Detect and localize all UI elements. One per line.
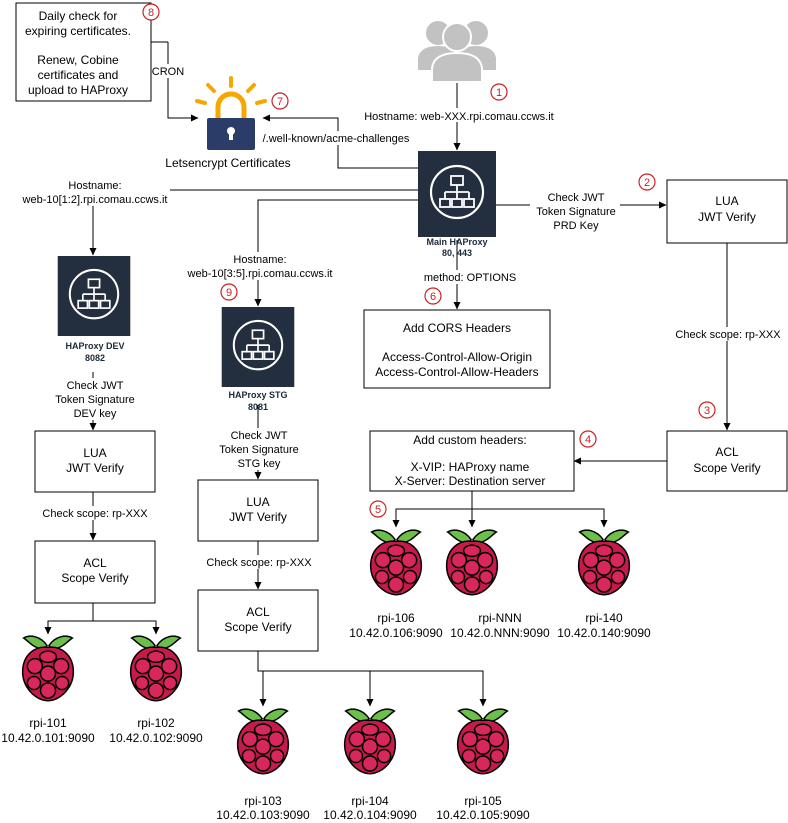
- server-address: 10.42.0.105:9090: [436, 808, 530, 822]
- letsencrypt-label: Letsencrypt Certificates: [165, 156, 290, 170]
- main-haproxy-icon: [418, 151, 496, 237]
- server-address: 10.42.0.140:9090: [557, 626, 651, 640]
- main-haproxy-name: Main HAProxy: [426, 237, 487, 247]
- stg-haproxy-name: HAProxy STG: [228, 390, 287, 400]
- acl-prd-subtitle: Scope Verify: [693, 461, 760, 475]
- server-name: rpi-101: [29, 716, 67, 730]
- cors-headers-box: Add CORS Headers Access-Control-Allow-Or…: [363, 309, 551, 389]
- acl-dev-title: ACL: [83, 556, 107, 570]
- lua-stg-title: LUA: [246, 495, 269, 509]
- lua-stg-subtitle: JWT Verify: [229, 510, 287, 524]
- users-icon: [418, 21, 496, 83]
- dev-hostname-label-1: Hostname:: [68, 180, 121, 192]
- cors-allow-origin: Access-Control-Allow-Origin: [382, 350, 532, 364]
- server-address: 10.42.0.102:9090: [109, 731, 203, 745]
- dev-check-label-1: Check JWT: [67, 380, 124, 392]
- custom-headers-title: Add custom headers:: [413, 433, 526, 447]
- dev-haproxy-name: HAProxy DEV: [65, 341, 124, 351]
- server-address: 10.42.0.103:9090: [216, 808, 310, 822]
- step-number: 9: [226, 287, 232, 299]
- prd-check-label-2: Token Signature: [536, 206, 616, 218]
- step-badges: 8 7 1 2 3 4 5 6 9: [142, 3, 716, 518]
- lua-dev-subtitle: JWT Verify: [66, 461, 124, 475]
- stg-haproxy-port: 8081: [248, 402, 268, 412]
- step-number: 3: [704, 405, 710, 417]
- dev-check-label-3: DEV key: [74, 408, 117, 420]
- raspberry-pi-icon: [577, 529, 631, 596]
- server-name: rpi-106: [377, 611, 415, 625]
- raspberry-pi-icon: [129, 635, 183, 702]
- server-name: rpi-104: [351, 794, 389, 808]
- step-number: 1: [496, 87, 502, 99]
- raspberry-pi-icon: [21, 635, 75, 702]
- prd-check-label-3: PRD Key: [553, 220, 599, 232]
- note-line-4: Renew, Cobine: [37, 53, 119, 67]
- stg-check-label-1: Check JWT: [231, 430, 288, 442]
- acl-scope-verify-prd: ACL Scope Verify: [666, 430, 788, 492]
- letsencrypt-lock-icon: [195, 76, 267, 150]
- server-address: 10.42.0.NNN:9090: [450, 626, 550, 640]
- step-number: 5: [375, 504, 381, 516]
- stg-check-label-2: Token Signature: [219, 444, 299, 456]
- prd-check-label-1: Check JWT: [548, 192, 605, 204]
- dev-haproxy-port: 8082: [85, 353, 105, 363]
- lua-jwt-verify-stg: LUA JWT Verify: [197, 479, 319, 542]
- acme-challenge-label: /.well-known/acme-challenges: [263, 133, 410, 145]
- acl-dev-subtitle: Scope Verify: [61, 571, 128, 585]
- acl-scope-verify-dev: ACL Scope Verify: [34, 540, 156, 604]
- stg-check-label-3: STG key: [238, 458, 281, 470]
- dev-haproxy-icon: [56, 256, 132, 336]
- server-address: 10.42.0.101:9090: [1, 731, 95, 745]
- note-line-5: certificates and: [38, 68, 119, 82]
- server-address: 10.42.0.106:9090: [349, 626, 443, 640]
- step-number: 8: [148, 7, 154, 19]
- step-number: 2: [644, 177, 650, 189]
- main-hostname-label: Hostname: web-XXX.rpi.comau.ccws.it: [364, 111, 554, 123]
- step-number: 4: [585, 434, 591, 446]
- note-line-2: expiring certificates.: [25, 24, 131, 38]
- custom-headers-xserver: X-Server: Destination server: [395, 474, 546, 488]
- server-name: rpi-140: [585, 611, 623, 625]
- raspberry-pi-icon: [369, 529, 423, 596]
- raspberry-pi-icon: [343, 708, 397, 775]
- server-name: rpi-103: [244, 794, 282, 808]
- stg-hostname-label-2: web-10[3:5].rpi.comau.ccws.it: [187, 268, 333, 280]
- note-line-6: upload to HAProxy: [28, 83, 128, 97]
- raspberry-pi-icon: [236, 708, 290, 775]
- note-line-1: Daily check for: [39, 9, 118, 23]
- cron-note-box: Daily check for expiring certificates. R…: [15, 2, 152, 102]
- raspberry-pi-icon: [445, 529, 499, 596]
- lua-dev-title: LUA: [83, 446, 106, 460]
- cron-label: CRON: [152, 66, 184, 78]
- server-name: rpi-105: [464, 794, 502, 808]
- acl-stg-title: ACL: [246, 605, 270, 619]
- cors-allow-headers: Access-Control-Allow-Headers: [375, 365, 538, 379]
- dev-check-label-2: Token Signature: [55, 394, 135, 406]
- stg-scope-label: Check scope: rp-XXX: [206, 557, 312, 569]
- acl-prd-title: ACL: [715, 445, 739, 459]
- cors-title: Add CORS Headers: [403, 321, 511, 335]
- main-haproxy-ports: 80, 443: [442, 248, 472, 258]
- dev-scope-label: Check scope: rp-XXX: [42, 508, 148, 520]
- lua-jwt-verify-prd: LUA JWT Verify: [666, 179, 788, 244]
- step-number: 7: [277, 96, 283, 108]
- server-address: 10.42.0.104:9090: [323, 808, 417, 822]
- stg-haproxy-icon: [220, 307, 296, 387]
- custom-headers-box: Add custom headers: X-VIP: HAProxy name …: [369, 430, 575, 492]
- step-number: 6: [430, 291, 436, 303]
- options-method-label: method: OPTIONS: [424, 272, 516, 284]
- stg-hostname-label-1: Hostname:: [233, 254, 286, 266]
- custom-headers-xvip: X-VIP: HAProxy name: [411, 460, 530, 474]
- lua-prd-subtitle: JWT Verify: [698, 210, 756, 224]
- dev-hostname-label-2: web-10[1:2].rpi.comau.ccws.it: [22, 194, 168, 206]
- prd-scope-label: Check scope: rp-XXX: [675, 329, 781, 341]
- server-name: rpi-102: [137, 716, 175, 730]
- acl-scope-verify-stg: ACL Scope Verify: [197, 589, 319, 652]
- acl-stg-subtitle: Scope Verify: [224, 620, 291, 634]
- lua-prd-title: LUA: [715, 194, 738, 208]
- raspberry-pi-icon: [456, 708, 510, 775]
- lua-jwt-verify-dev: LUA JWT Verify: [34, 430, 156, 493]
- server-name: rpi-NNN: [478, 611, 521, 625]
